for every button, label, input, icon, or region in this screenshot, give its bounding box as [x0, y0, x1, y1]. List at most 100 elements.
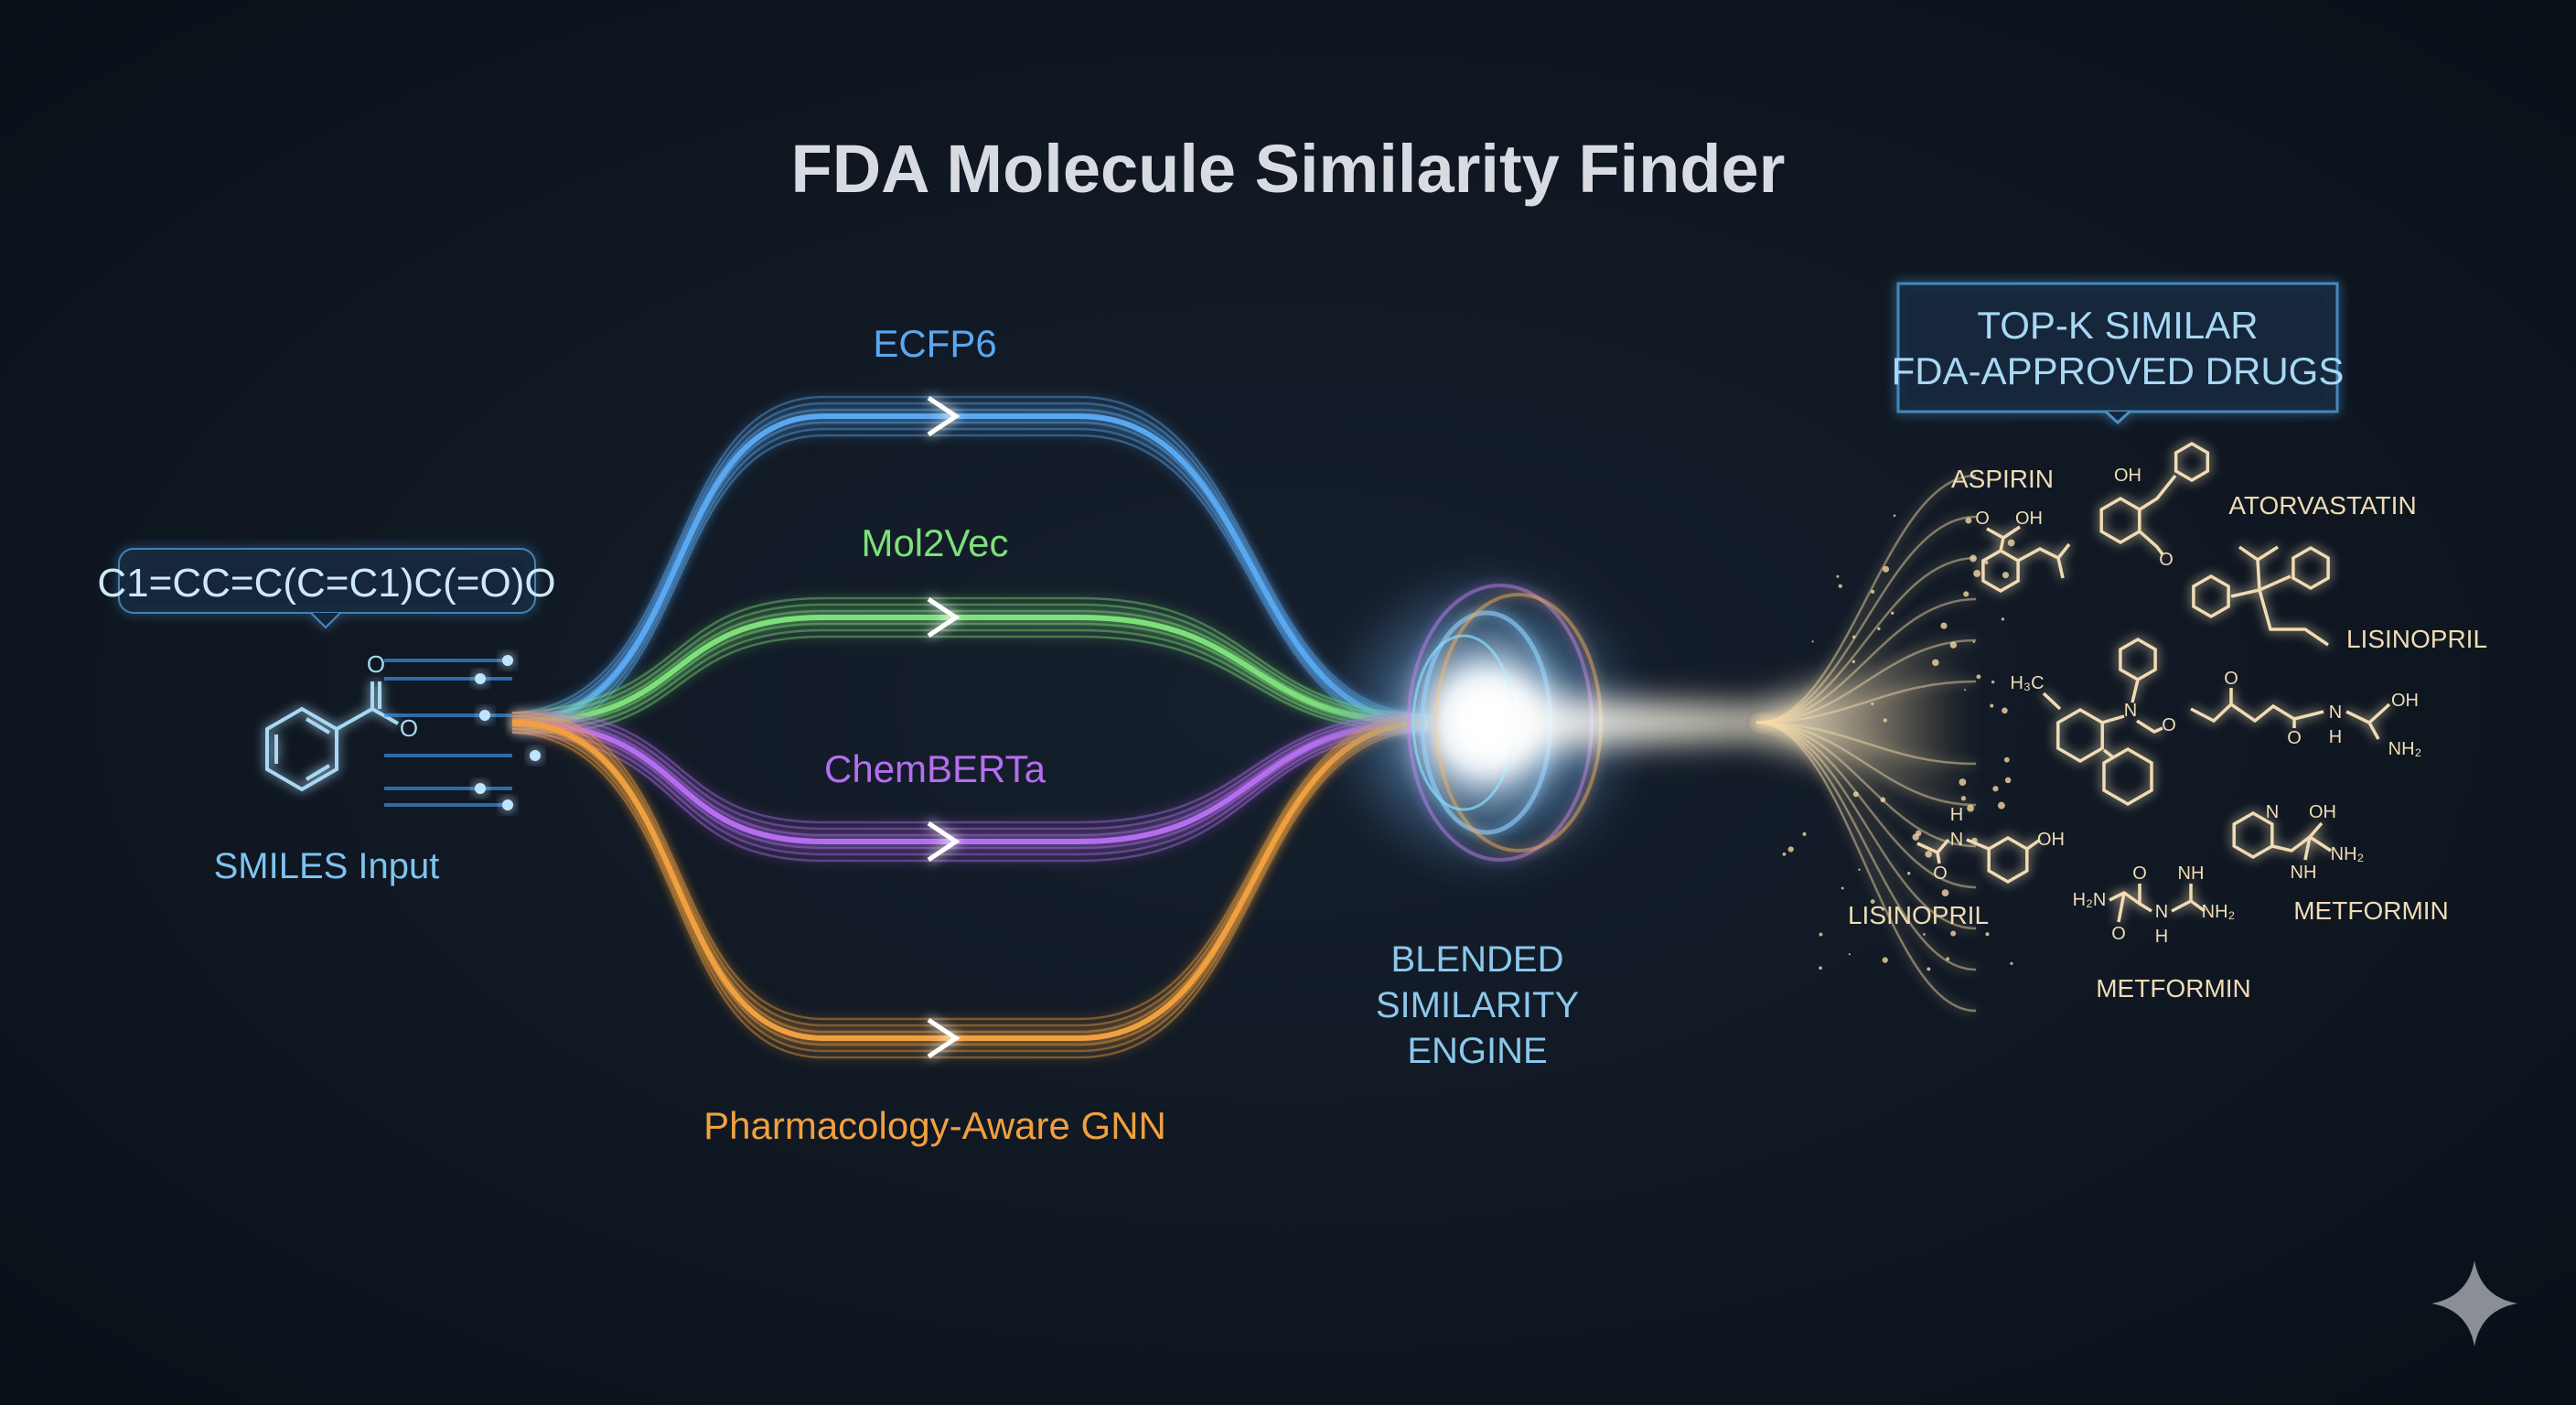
atom-label: H — [2329, 727, 2342, 747]
atom-label: N — [2124, 701, 2137, 721]
atom-label: O — [2159, 550, 2174, 570]
particle — [1894, 514, 1896, 517]
atom-label: O — [1975, 509, 1990, 529]
particle — [1783, 853, 1787, 856]
particle — [1891, 612, 1894, 615]
drug-label-metformin: METFORMIN — [2096, 974, 2251, 1003]
particle — [1849, 953, 1851, 955]
particle — [2010, 962, 2012, 965]
atom-label: N — [1950, 830, 1963, 850]
atom-label: NH — [2291, 863, 2317, 883]
atom-label: OH — [2114, 466, 2141, 486]
particle — [1998, 802, 2005, 810]
embedding-label-gnn: Pharmacology-Aware GNN — [615, 1104, 1255, 1148]
engine-label-line: SIMILARITY — [1376, 985, 1579, 1025]
particle — [2005, 778, 2011, 783]
atom-label: O — [367, 650, 385, 678]
particle — [1871, 590, 1874, 594]
particle — [1976, 674, 1980, 679]
atom-label: OH — [2309, 802, 2336, 822]
atom-label: O — [2111, 924, 2126, 944]
embedding-label-mol2vec: Mol2Vec — [752, 521, 1118, 565]
ray-node — [530, 750, 541, 761]
particle — [1907, 872, 1911, 875]
atom-label: H₂N — [2073, 890, 2107, 910]
particle — [1852, 636, 1855, 638]
particle — [1963, 591, 1969, 596]
atom-label: N — [2266, 802, 2279, 822]
atom-label: H — [1950, 805, 1963, 825]
page-title: FDA Molecule Similarity Finder — [791, 131, 1786, 207]
atom-label: OH — [2037, 830, 2065, 850]
drug-label-aspirin: ASPIRIN — [1951, 465, 2054, 493]
atom-label: OH — [2015, 509, 2043, 529]
atom-label: N — [2329, 702, 2342, 723]
particle — [1852, 660, 1855, 663]
embedding-label-ecfp6: ECFP6 — [752, 322, 1118, 366]
embedding-label-chemberta: ChemBERTa — [752, 747, 1118, 791]
particle — [1923, 933, 1926, 936]
drug-label-lisinopril: LISINOPRIL — [2346, 625, 2487, 653]
atom-label: NH₂ — [2388, 739, 2422, 759]
particle — [1880, 797, 1885, 802]
particle — [1927, 967, 1930, 971]
bond — [1937, 853, 1939, 863]
particle — [1990, 704, 1993, 708]
particle — [1819, 933, 1823, 937]
particle — [1973, 570, 1980, 577]
ray-node — [502, 799, 513, 810]
drug-label-lisinopril: LISINOPRIL — [1848, 901, 1989, 929]
particle — [1992, 786, 1998, 791]
atom-label: O — [2162, 715, 2176, 735]
particle — [1883, 566, 1889, 573]
particle — [1973, 641, 1975, 643]
particle — [1942, 889, 1949, 896]
particle — [1967, 805, 1974, 812]
atom-label: O — [1933, 863, 1948, 884]
particle — [1836, 575, 1839, 578]
atom-label: N — [2155, 902, 2168, 922]
particle — [1812, 640, 1814, 642]
ray-node — [475, 783, 486, 794]
particle — [1883, 957, 1888, 962]
particle — [1819, 966, 1822, 970]
particle — [1853, 791, 1859, 797]
drug-label-metformin: METFORMIN — [2293, 896, 2449, 925]
particle — [1841, 887, 1844, 890]
ray-node — [502, 655, 513, 666]
atom-label: OH — [2391, 691, 2419, 711]
ray-node — [475, 673, 486, 684]
engine-label-line: BLENDED — [1391, 939, 1564, 980]
atom-label: NH — [2178, 863, 2205, 884]
top-k-title-line: TOP-K SIMILAR — [1977, 304, 2258, 347]
top-k-title-line: FDA-APPROVED DRUGS — [1892, 349, 2345, 392]
particle — [2002, 617, 2004, 620]
particle — [2002, 572, 2009, 578]
drug-label-atorvastatin: ATORVASTATIN — [2228, 491, 2416, 520]
particle — [1985, 932, 1989, 936]
engine-label-line: ENGINE — [1407, 1031, 1547, 1071]
particle — [1839, 585, 1842, 588]
particle — [1950, 930, 1956, 936]
particle — [1959, 778, 1966, 786]
atom-label: O — [2132, 863, 2147, 884]
atom-label: H — [2155, 927, 2168, 947]
particle — [1788, 846, 1794, 852]
particle — [1970, 555, 1977, 563]
atom-label: O — [2224, 669, 2238, 689]
particle — [1884, 718, 1887, 722]
ray-node — [479, 710, 490, 721]
particle — [1858, 869, 1860, 871]
particle — [1802, 832, 1806, 836]
particle — [1991, 681, 1994, 683]
atom-label: H₃C — [2010, 673, 2044, 693]
atom-label: O — [400, 714, 418, 742]
atom-label: O — [2287, 728, 2302, 748]
particle — [1925, 851, 1932, 858]
particle — [1940, 622, 1947, 628]
particle — [1946, 957, 1949, 960]
particle — [1916, 831, 1921, 836]
particle — [1950, 642, 1957, 649]
